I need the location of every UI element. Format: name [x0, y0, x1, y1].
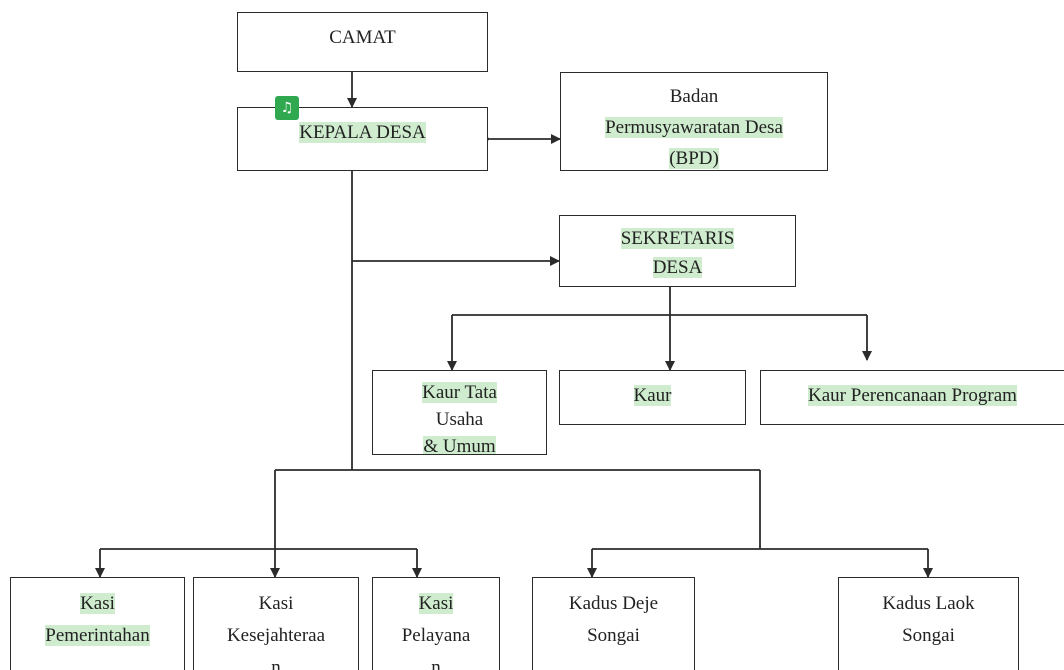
node-kaur-tu-line-3: & Umum — [423, 436, 496, 455]
node-kaur-perencanaan-line-1: Kaur Perencanaan Program — [808, 385, 1017, 406]
node-kadus-laok-line-1: Kadus Laok — [882, 593, 975, 614]
node-bpd-line-2: Permusyawaratan Desa — [605, 117, 783, 138]
node-camat: CAMAT — [237, 12, 488, 72]
node-kaur-perencanaan: Kaur Perencanaan Program — [760, 370, 1064, 425]
node-kadus-laok: Kadus Laok Songai — [838, 577, 1019, 670]
node-kasi-kesejahteraan: Kasi Kesejahteraa n — [193, 577, 359, 670]
node-kasi-pemerintahan-line-2: Pemerintahan — [45, 625, 150, 646]
node-kaur-tu-line-1: Kaur Tata — [422, 382, 497, 403]
node-sekretaris-line-1: SEKRETARIS — [620, 228, 735, 249]
node-kasi-pelayanan: Kasi Pelayana n — [372, 577, 500, 670]
node-bpd-line-1: Badan — [669, 86, 719, 107]
node-kadus-laok-line-2: Songai — [902, 625, 955, 646]
note-icon[interactable]: ♫ — [275, 96, 299, 120]
node-kasi-pelayanan-line-3: n — [431, 657, 441, 670]
node-kasi-pemerintahan-line-1: Kasi — [80, 593, 115, 614]
node-kasi-kesejahteraan-line-3: n — [271, 657, 281, 670]
node-kaur-tata-usaha: Kaur Tata Usaha & Umum — [372, 370, 547, 455]
node-kadus-deje-line-1: Kadus Deje — [568, 593, 659, 614]
node-kepala-desa-line-1: KEPALA DESA — [299, 122, 426, 143]
node-kaur-keuangan-line-1: Kaur — [633, 385, 672, 406]
node-kepala-desa: KEPALA DESA — [237, 107, 488, 171]
node-kasi-pelayanan-line-1: Kasi — [418, 593, 454, 614]
node-kadus-deje-line-2: Songai — [587, 625, 640, 646]
node-kadus-deje: Kadus Deje Songai — [532, 577, 695, 670]
node-kaur-keuangan: Kaur — [559, 370, 746, 425]
node-kasi-kesejahteraan-line-1: Kasi — [258, 593, 294, 614]
node-kasi-kesejahteraan-line-2: Kesejahteraa — [226, 625, 326, 646]
node-sekretaris-desa: SEKRETARIS DESA — [559, 215, 796, 287]
node-kasi-pelayanan-line-2: Pelayana — [401, 625, 471, 646]
node-sekretaris-line-2: DESA — [652, 257, 703, 278]
node-bpd: Badan Permusyawaratan Desa (BPD) — [560, 72, 828, 171]
node-bpd-line-3: (BPD) — [669, 148, 719, 169]
node-kasi-pemerintahan: Kasi Pemerintahan — [10, 577, 185, 670]
node-kaur-tu-line-2: Usaha — [435, 409, 484, 430]
node-camat-line-1: CAMAT — [329, 27, 396, 48]
